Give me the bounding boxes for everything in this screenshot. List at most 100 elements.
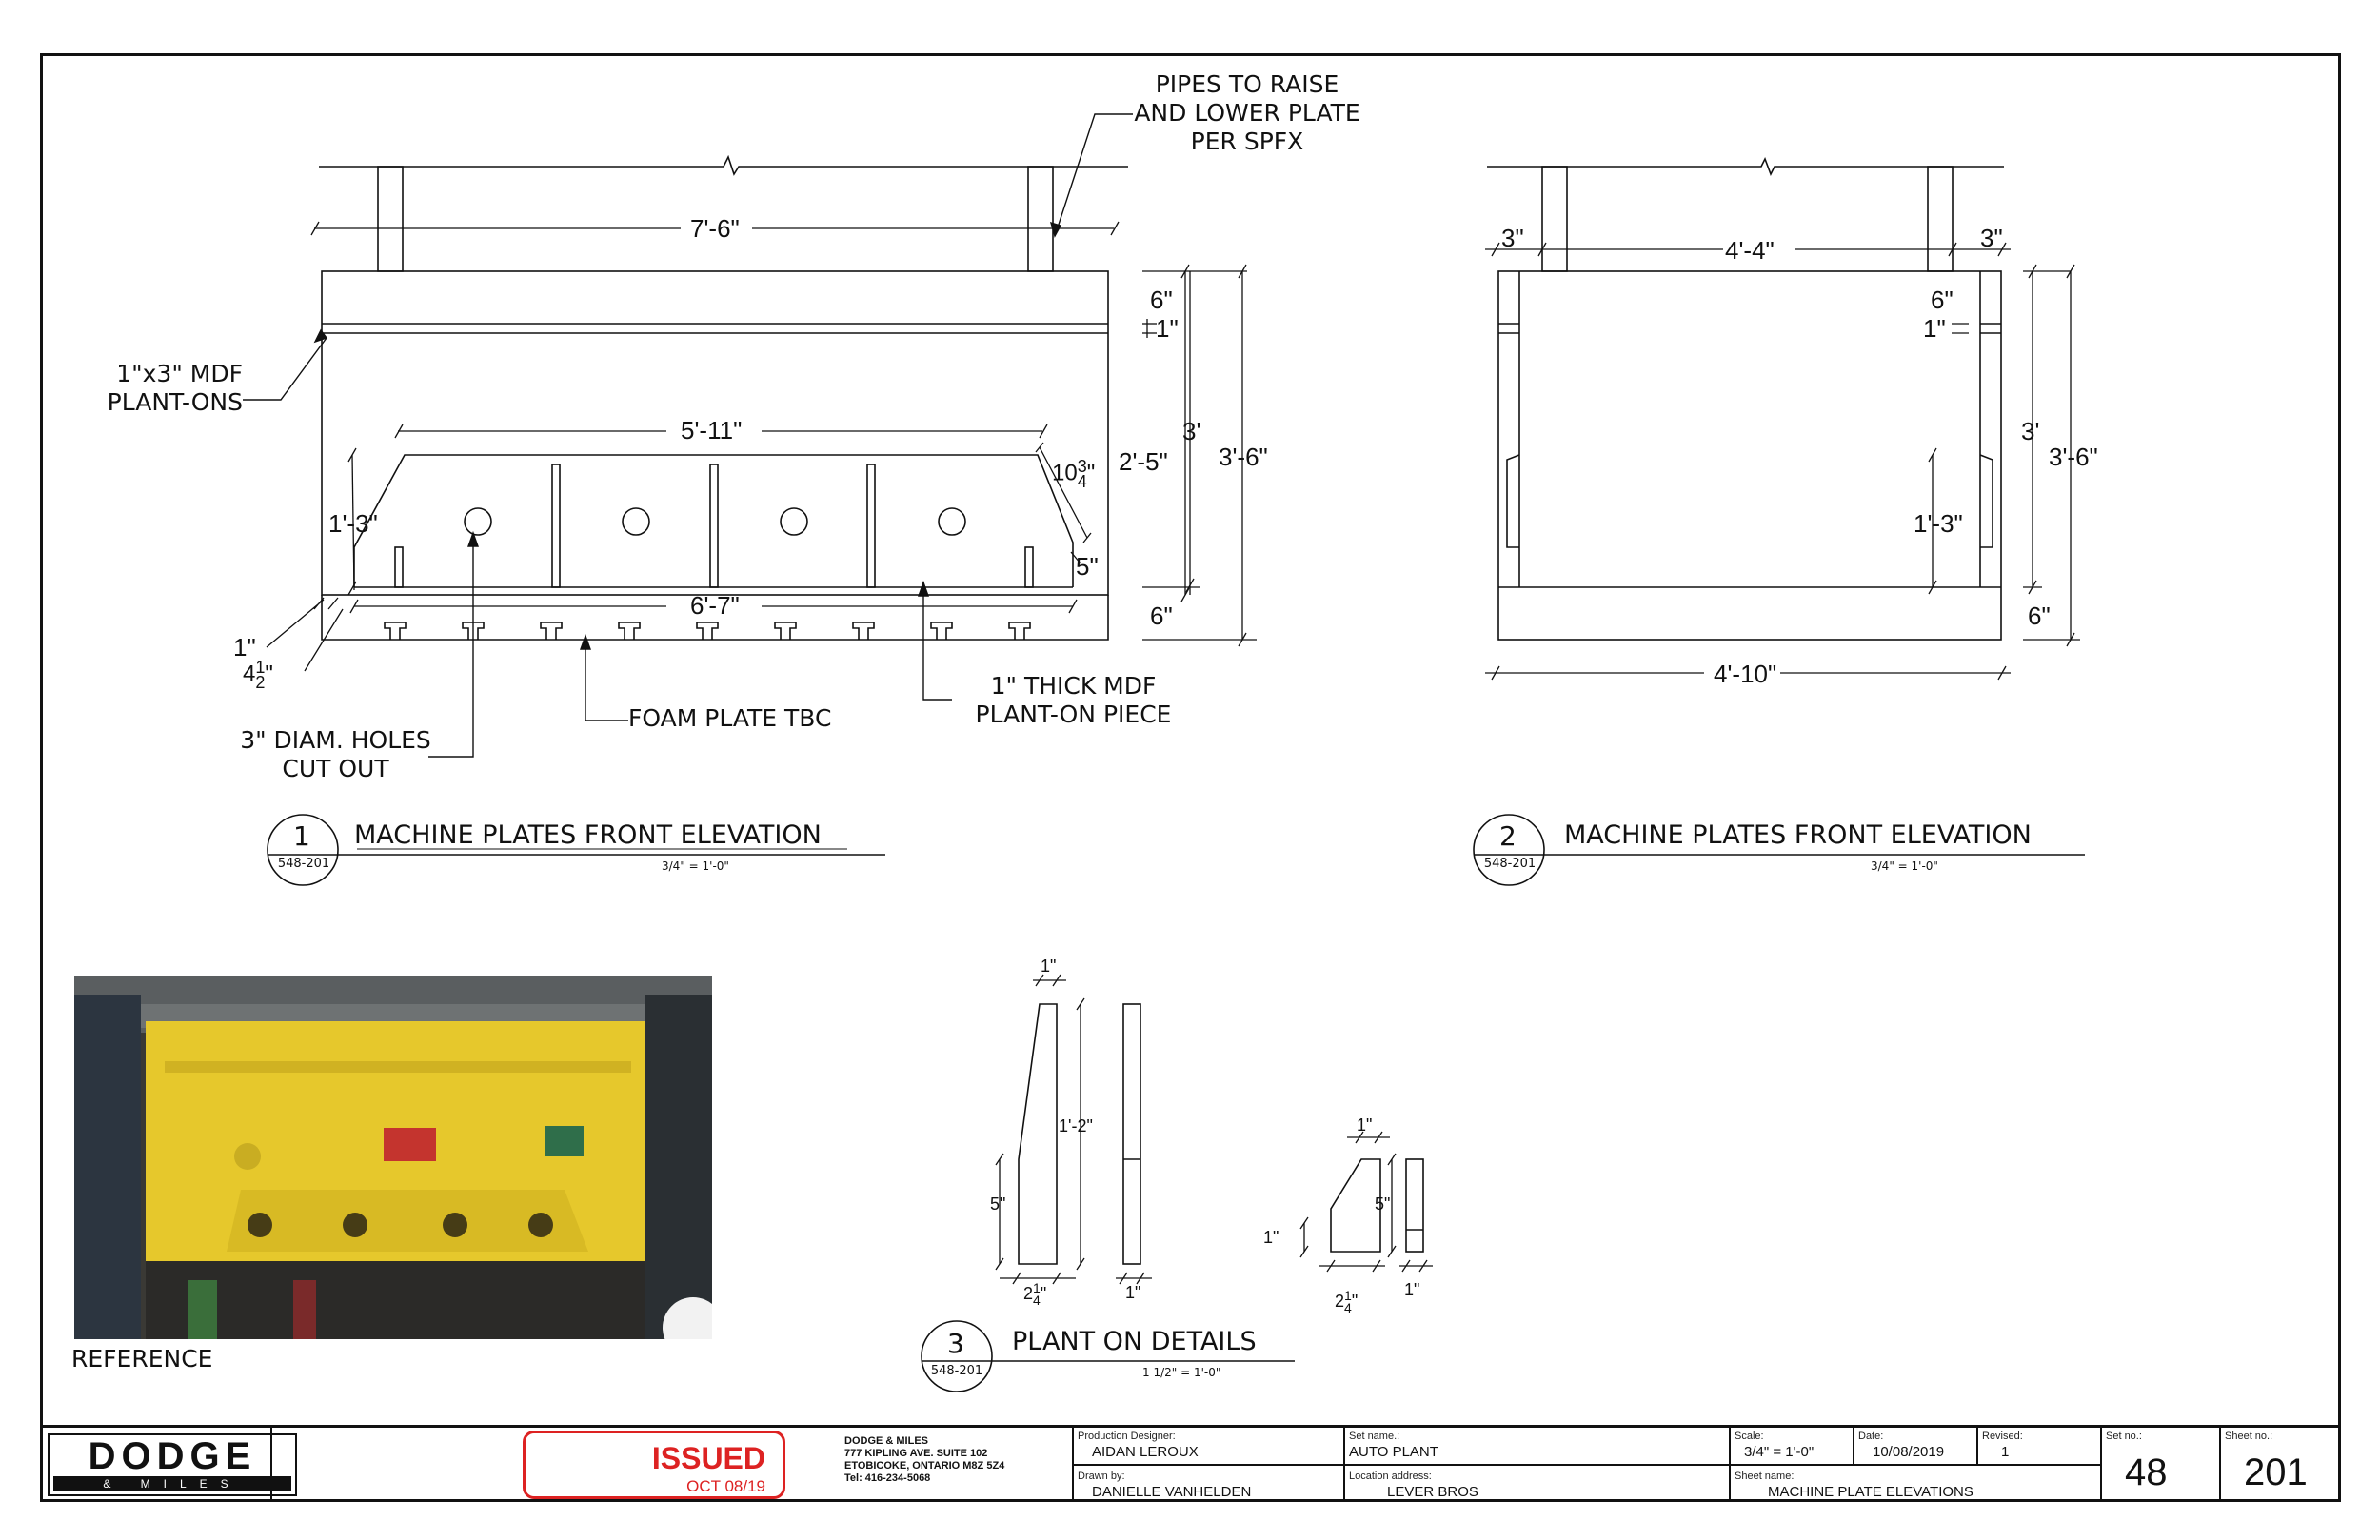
dim3-b-1: 1" <box>1263 1228 1279 1247</box>
company-address: DODGE & MILES 777 KIPLING AVE. SUITE 102… <box>844 1435 1004 1485</box>
dim2-right-3: 3" <box>1980 224 2003 252</box>
dim3-a-w-unit: " <box>1040 1283 1047 1303</box>
note-mdf-line1: 1"x3" MDF <box>116 360 243 387</box>
drawing-1-title: MACHINE PLATES FRONT ELEVATION <box>354 820 822 850</box>
reference-label: REFERENCE <box>71 1345 213 1372</box>
pipe-bar-line <box>319 154 1128 176</box>
drawing-2-title-bubble <box>1473 814 2085 886</box>
cut-out-holes <box>464 507 966 536</box>
date-label: Date: <box>1858 1431 1884 1442</box>
drawn-by-label: Drawn by: <box>1078 1471 1125 1482</box>
drawing-1-ref: 548-201 <box>277 857 330 871</box>
drawing-3-title: PLANT ON DETAILS <box>1012 1327 1257 1356</box>
dim3-b-w-num: 1 <box>1344 1288 1352 1303</box>
logo-subtitle: & MILES <box>53 1476 291 1491</box>
address-line1: DODGE & MILES <box>844 1435 929 1447</box>
note-pipes: PIPES TO RAISE AND LOWER PLATE PER SPFX <box>1123 70 1371 156</box>
revised-label: Revised: <box>1982 1431 2023 1442</box>
dim3-b-w-den: 4 <box>1344 1300 1352 1315</box>
drawing-sheet-border <box>40 53 2341 1502</box>
reference-photo-illustration <box>74 976 712 1339</box>
dim3-b-5: 5" <box>1375 1194 1391 1214</box>
logo-wordmark: DODGE <box>88 1435 257 1477</box>
note-pipes-line2: AND LOWER PLATE <box>1134 99 1360 127</box>
dim-1-left: 1" <box>233 633 256 661</box>
dim-bottom-width: 6'-7" <box>690 591 740 620</box>
dim3-b-w-unit: " <box>1351 1291 1359 1311</box>
dim2-top-width: 4'-4" <box>1725 236 1775 265</box>
dim3-a-w-whole: 2 <box>1023 1283 1034 1303</box>
dim3-a-w-den: 4 <box>1033 1293 1041 1308</box>
drawing-3-title-bubble <box>921 1320 1295 1392</box>
location-value: LEVER BROS <box>1387 1484 1478 1500</box>
note-pipes-line3: PER SPFX <box>1190 128 1304 155</box>
title-block: DODGE & MILES ISSUED OCT 08/19 DODGE & M… <box>40 1425 2341 1502</box>
scale-label: Scale: <box>1735 1431 1764 1442</box>
set-name-label: Set name.: <box>1349 1431 1400 1442</box>
dim3-a-thick: 1" <box>1125 1283 1141 1302</box>
note-foam-plate: FOAM PLATE TBC <box>628 704 832 732</box>
note-mdf-piece-line1: 1" THICK MDF <box>990 672 1157 700</box>
scale-value: 3/4" = 1'-0" <box>1744 1444 1815 1460</box>
dim2-6-bottom: 6" <box>2028 602 2051 630</box>
production-designer-label: Production Designer: <box>1078 1431 1176 1442</box>
sheet-name-label: Sheet name: <box>1735 1471 1795 1482</box>
drawing-3-number: 3 <box>947 1328 964 1359</box>
reference-photo <box>74 976 712 1339</box>
dim2-3-6: 3'-6" <box>2049 443 2098 471</box>
main-plate-outline <box>321 270 1109 596</box>
vertical-ribs <box>394 464 1034 588</box>
pipe-left <box>377 166 404 272</box>
dim3-a-top: 1" <box>1041 957 1057 976</box>
drawing-2-ref: 548-201 <box>1483 857 1537 871</box>
dim-6-bottom: 6" <box>1150 602 1173 630</box>
pipe-right <box>1027 166 1054 272</box>
dimension-lines-2 <box>1485 242 2080 681</box>
dim2-1: 1" <box>1923 314 1946 343</box>
plant-on-profile-a <box>1018 1003 1058 1265</box>
address-line3: ETOBICOKE, ONTARIO M8Z 5Z4 <box>844 1460 1005 1471</box>
dim2-left-3: 3" <box>1501 224 1524 252</box>
sheet-no-label: Sheet no.: <box>2225 1431 2273 1442</box>
note-mdf-piece: 1" THICK MDF PLANT-ON PIECE <box>962 672 1185 729</box>
pipe-bar-line-2 <box>1487 157 2004 176</box>
dim-5: 5" <box>1076 552 1099 581</box>
sheet-no-value: 201 <box>2244 1451 2308 1493</box>
production-designer-value: AIDAN LEROUX <box>1092 1444 1199 1460</box>
issued-stamp: ISSUED OCT 08/19 <box>523 1431 785 1499</box>
note-holes: 3" DIAM. HOLES CUT OUT <box>224 726 447 783</box>
dim-10-unit: " <box>1086 460 1096 486</box>
dim-6-top: 6" <box>1150 286 1173 314</box>
dim-4-num: 1 <box>255 658 266 677</box>
dim-4-den: 2 <box>255 673 266 692</box>
title-block-dividers <box>270 1428 2221 1502</box>
dim2-3: 3' <box>2021 417 2040 445</box>
foam-plate-tabs <box>384 622 1031 640</box>
drawing-1-title-bubble <box>267 814 885 886</box>
dim2-6: 6" <box>1931 286 1954 314</box>
drawing-2-title: MACHINE PLATES FRONT ELEVATION <box>1564 820 2032 850</box>
pipe-left-2 <box>1541 166 1568 272</box>
note-mdf-line2: PLANT-ONS <box>107 388 243 416</box>
company-logo: DODGE & MILES <box>48 1433 297 1496</box>
dim-10-den: 4 <box>1077 472 1087 491</box>
note-holes-line1: 3" DIAM. HOLES <box>240 726 431 754</box>
drawing-3-scale: 1 1/2" = 1'-0" <box>1142 1366 1221 1379</box>
dim-4-whole: 4 <box>243 661 256 687</box>
revised-value: 1 <box>2001 1444 2010 1460</box>
leader-lines-1 <box>243 113 1133 758</box>
dim-10-num: 3 <box>1077 457 1087 476</box>
dim-2-5: 2'-5" <box>1119 447 1168 476</box>
side-panel-outline <box>1497 270 2002 641</box>
set-no-value: 48 <box>2125 1451 2168 1493</box>
dim-1-3: 1'-3" <box>328 509 378 538</box>
dim-inner-top: 5'-11" <box>681 416 743 444</box>
note-mdf-piece-line2: PLANT-ON PIECE <box>975 701 1172 728</box>
drawing-2-front-elevation <box>1473 157 2085 886</box>
dim3-b-w-whole: 2 <box>1335 1291 1345 1311</box>
drawn-by-value: DANIELLE VANHELDEN <box>1092 1484 1252 1500</box>
